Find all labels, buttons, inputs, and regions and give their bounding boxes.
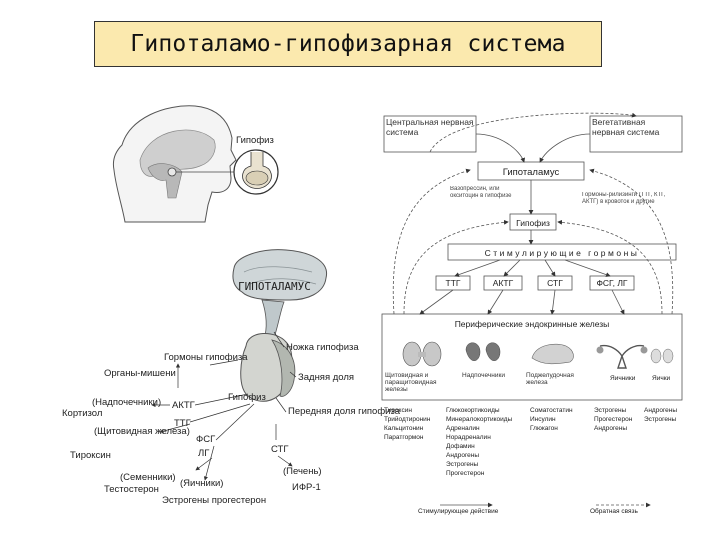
hypothalamus-label: ГИПОТАЛАМУС [238,280,311,293]
lg-anatomy-label: ЛГ [198,448,209,459]
anatomy-labels-left: Органы-мишени Гормоны гипофиза (Надпочеч… [62,352,266,506]
fsg-anatomy-label: ФСГ [196,434,215,445]
posterior-label: Задняя доля [298,372,354,383]
adrenal-icon [465,342,501,361]
head-illustration [112,105,240,223]
output-item: Андрогены [594,425,627,432]
testes-label: (Семенники) [120,472,176,483]
ovaries-label: (Яичники) [180,478,223,489]
hormone-actg: АКТГ [493,278,514,288]
output-item: Андрогены [446,452,479,459]
title-box: Гипоталамо-гипофизарная система [94,21,602,67]
target-organs-label: Органы-мишени [104,368,176,379]
note-left: Вазопрессин, или окситоцин в гипофизе [450,186,512,199]
cns-label: Центральная нервная система [386,118,474,137]
output-item: Дофамин [446,443,475,450]
thyroxine-label: Тироксин [70,450,111,461]
gland-adrenal: Надпочечники [462,372,505,379]
estrogens-label: Эстрогены прогестерон [162,495,266,506]
gland-testes: Яички [652,375,671,382]
output-item: Прогестерон [594,416,633,423]
gland-thyroid: Щитовидная и паращитовидная железы [385,372,437,394]
testosterone-label: Тестостерон [104,484,159,495]
output-item: Андрогены [644,407,677,414]
output-item: Эстрогены [446,461,479,468]
thyroid-icon [402,341,442,367]
legend-feedback-label: Обратная связь [590,507,639,515]
output-item: Прогестерон [446,470,485,477]
output-item: Глюкокортикоиды [446,407,500,414]
pituitary-zoom-label: Гипофиз [236,135,274,146]
legend-stim-label: Стимулирующее действие [418,507,499,515]
gland-pancreas: Поджелудочная железа [526,372,574,387]
note-right: Гормоны-рилизинги (ТТГ, КТГ, АКТГ) в кро… [582,192,666,205]
pituitary-anatomy-label: Гипофиз [228,392,266,403]
legend: Стимулирующее действие Обратная связь [418,502,651,515]
anatomy-leaders-left [151,359,255,481]
output-item: Норадреналин [446,434,491,441]
hypothalamus-box-label: Гипоталамус [503,167,560,178]
stimulating-label: Стимулирующие гормоны [485,248,640,258]
anterior-label: Передняя доля гипофиза [288,406,401,417]
output-item: Эстрогены [594,407,627,414]
ttg-anatomy-label: ТТГ [174,418,191,429]
pituitary-zoom: Гипофиз [233,135,279,195]
stalk-label: Ножка гипофиза [286,342,359,353]
pituitary-hormones-label: Гормоны гипофиза [164,352,248,363]
output-item: Соматостатин [530,407,573,414]
pancreas-icon [531,343,574,365]
output-item: Эстрогены [644,416,677,423]
output-item: Тироксин [384,407,412,414]
actg-anatomy-label: АКТГ [172,400,195,411]
output-lists: Тироксин Трийодтиронин Кальцитонин Парат… [384,407,677,477]
gland-labels: Щитовидная и паращитовидная железы Надпо… [385,372,671,394]
peripheral-label: Периферические эндокринные железы [455,319,610,329]
output-item: Трийодтиронин [384,415,431,423]
ans-label: Вегетативная нервная система [592,118,660,137]
anatomy-labels-right: Ножка гипофиза Задняя доля Гипофиз Перед… [228,342,401,493]
output-item: Инсулин [530,416,556,423]
output-item: Минералокортикоиды [446,416,513,423]
output-item: Адреналин [446,425,480,432]
feedback-arrows [392,112,674,315]
output-item: Глюкагон [530,425,558,432]
page-title: Гипоталамо-гипофизарная система [130,31,566,57]
stg-anatomy-label: СТГ [271,444,289,455]
igf-label: ИФР-1 [292,482,321,493]
output-item: Паратгормон [384,434,424,441]
liver-label: (Печень) [283,466,322,477]
thyroid-label: (Щитовидная железа) [94,426,190,437]
hypophysis-box-label: Гипофиз [516,218,550,228]
hormone-ttg: ТТГ [446,278,461,288]
anatomy-illustration: ГИПОТАЛАМУС [232,249,327,402]
hormone-fsg-lg: ФСГ, ЛГ [596,278,627,288]
gland-icons [402,341,674,369]
adrenals-label: (Надпочечники) [92,397,161,408]
ovary-icon [596,344,648,369]
output-item: Кальцитонин [384,425,424,432]
testes-icon [650,348,674,364]
schema-labels: Центральная нервная система Вегетативная… [386,118,666,329]
cortisol-label: Кортизол [62,408,102,419]
anatomy-leaders-right [273,331,297,467]
hormone-stg: СТГ [547,278,563,288]
gland-ovaries: Яичники [610,375,636,382]
schema-diagram [381,115,683,401]
